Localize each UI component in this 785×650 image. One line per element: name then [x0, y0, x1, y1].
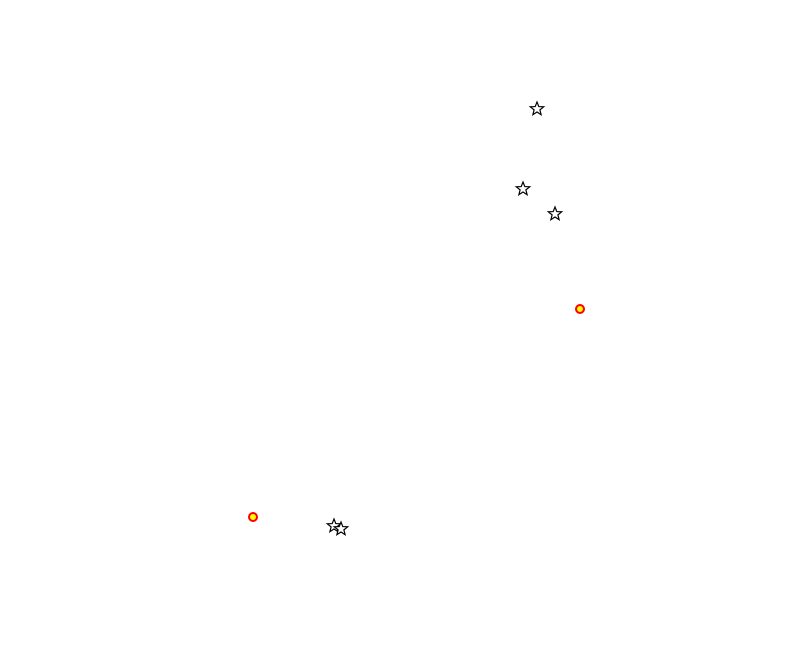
dot-marker-icon: [248, 512, 258, 522]
star-icon: [546, 205, 564, 222]
star-icon: [528, 100, 546, 117]
star-icon: [514, 180, 532, 197]
star-icon: [325, 517, 343, 534]
dot-marker-icon: [575, 304, 585, 314]
star-icon: [332, 520, 350, 537]
